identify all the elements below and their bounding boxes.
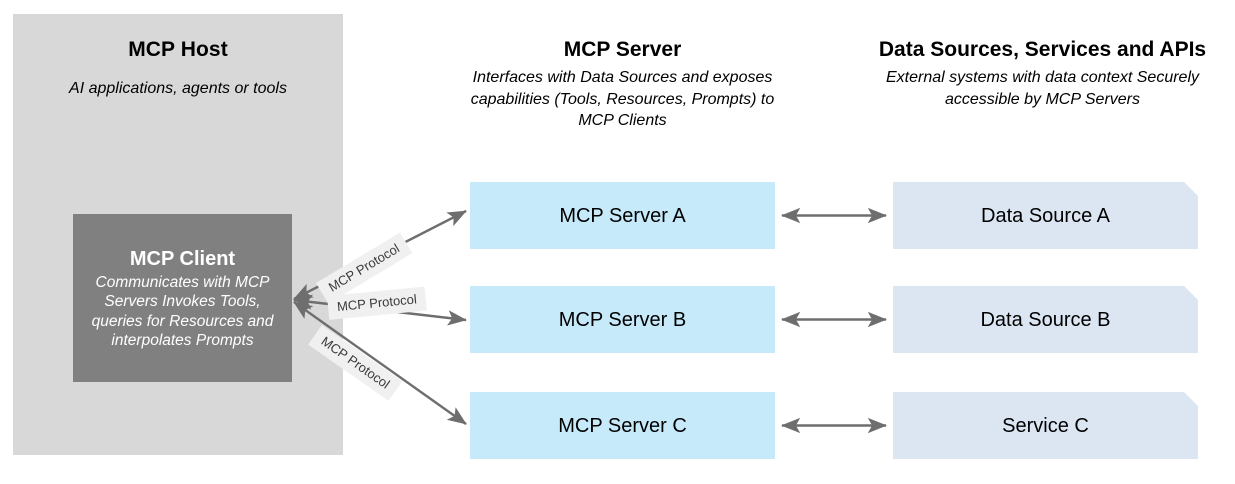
- mcp-host-title: MCP Host: [128, 38, 228, 61]
- data-source-a-box[interactable]: Data Source A: [893, 182, 1198, 249]
- mcp-client-box[interactable]: MCP Client Communicates with MCP Servers…: [73, 214, 292, 382]
- data-source-b-label: Data Source B: [980, 308, 1111, 331]
- mcp-server-a-label: MCP Server A: [559, 204, 686, 227]
- mcp-host-subtitle: AI applications, agents or tools: [69, 80, 287, 97]
- column-subtitle-mcp-server: Interfaces with Data Sources and exposes…: [470, 69, 775, 129]
- data-source-b-box[interactable]: Data Source B: [893, 286, 1198, 353]
- column-header-data-sources: Data Sources, Services and APIs External…: [855, 36, 1230, 110]
- service-c-box[interactable]: Service C: [893, 392, 1198, 459]
- mcp-client-subtitle: Communicates with MCP Servers Invokes To…: [91, 273, 274, 350]
- column-header-mcp-server: MCP Server Interfaces with Data Sources …: [465, 36, 780, 132]
- mcp-server-c-label: MCP Server C: [558, 414, 687, 437]
- column-subtitle-data-sources: External systems with data context Secur…: [885, 69, 1200, 108]
- mcp-server-b-box[interactable]: MCP Server B: [470, 286, 775, 353]
- service-c-label: Service C: [1002, 414, 1089, 437]
- mcp-server-a-box[interactable]: MCP Server A: [470, 182, 775, 249]
- column-title-data-sources: Data Sources, Services and APIs: [878, 38, 1207, 61]
- mcp-server-b-label: MCP Server B: [558, 308, 687, 331]
- column-title-mcp-server: MCP Server: [563, 38, 682, 61]
- mcp-server-c-box[interactable]: MCP Server C: [470, 392, 775, 459]
- mcp-client-title: MCP Client: [129, 247, 236, 270]
- data-source-a-label: Data Source A: [981, 204, 1110, 227]
